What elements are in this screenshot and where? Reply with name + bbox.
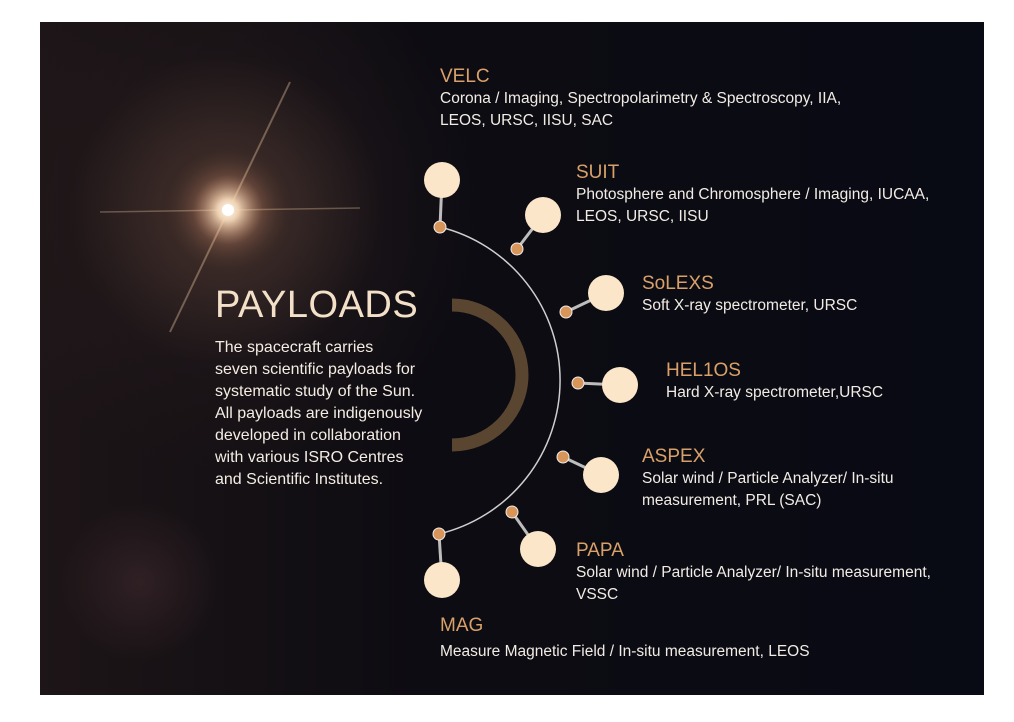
payload-desc: Soft X-ray spectrometer, URSC bbox=[642, 297, 858, 314]
payload-aspex: ASPEX Solar wind / Particle Analyzer/ In… bbox=[642, 446, 894, 512]
node-circle-icon bbox=[583, 457, 619, 493]
payload-desc: Corona / Imaging, Spectropolarimetry & S… bbox=[440, 90, 842, 107]
orbit-arc bbox=[438, 226, 561, 535]
payload-node-solexs bbox=[559, 275, 624, 319]
payload-name: VELC bbox=[440, 66, 490, 87]
node-circle-icon bbox=[602, 367, 638, 403]
intro-line: and Scientific Institutes. bbox=[215, 471, 384, 488]
payload-node-velc bbox=[424, 162, 460, 234]
payload-suit: SUIT Photosphere and Chromosphere / Imag… bbox=[576, 162, 929, 228]
payload-hel1os: HEL1OS Hard X-ray spectrometer,URSC bbox=[666, 360, 883, 404]
payload-node-hel1os bbox=[571, 367, 638, 403]
payload-desc: LEOS, URSC, IISU bbox=[576, 208, 709, 225]
intro-line: All payloads are indigenously bbox=[215, 405, 423, 422]
payload-desc: Photosphere and Chromosphere / Imaging, … bbox=[576, 186, 930, 203]
payload-mag: MAG Measure Magnetic Field / In-situ mea… bbox=[440, 615, 810, 663]
payload-node-mag bbox=[424, 527, 460, 598]
intro-line: with various ISRO Centres bbox=[215, 449, 404, 466]
orbit-dot-icon bbox=[571, 376, 585, 390]
payload-desc: Measure Magnetic Field / In-situ measure… bbox=[440, 643, 810, 660]
orbit-dot-icon bbox=[510, 242, 524, 256]
payload-name: SUIT bbox=[576, 162, 620, 183]
payload-desc: measurement, PRL (SAC) bbox=[642, 492, 822, 509]
orbit-dot-icon bbox=[432, 527, 446, 541]
orbit-dot-icon bbox=[433, 220, 447, 234]
orbit-dot-icon bbox=[559, 305, 573, 319]
payload-diagram bbox=[99, 81, 638, 598]
payload-node-papa bbox=[505, 505, 556, 567]
intro-text: The spacecraft carries seven scientific … bbox=[215, 337, 465, 491]
node-circle-icon bbox=[424, 562, 460, 598]
payload-name: PAPA bbox=[576, 540, 624, 561]
payload-desc: Solar wind / Particle Analyzer/ In-situ bbox=[642, 470, 894, 487]
payload-velc: VELC Corona / Imaging, Spectropolarimetr… bbox=[440, 66, 841, 132]
node-circle-icon bbox=[424, 162, 460, 198]
node-circle-icon bbox=[520, 531, 556, 567]
page-title: PAYLOADS bbox=[215, 284, 419, 326]
payload-solexs: SoLEXS Soft X-ray spectrometer, URSC bbox=[642, 273, 857, 317]
payload-node-aspex bbox=[556, 450, 619, 493]
payload-name: MAG bbox=[440, 615, 484, 636]
payload-name: SoLEXS bbox=[642, 273, 714, 294]
intro-line: developed in collaboration bbox=[215, 427, 401, 444]
node-circle-icon bbox=[525, 197, 561, 233]
payload-desc: VSSC bbox=[576, 586, 619, 603]
payload-desc: LEOS, URSC, IISU, SAC bbox=[440, 112, 614, 129]
sun-flare-icon bbox=[99, 81, 361, 333]
payload-desc: Hard X-ray spectrometer,URSC bbox=[666, 384, 884, 401]
orbit-dot-icon bbox=[556, 450, 570, 464]
payload-name: ASPEX bbox=[642, 446, 706, 467]
orbit-dot-icon bbox=[505, 505, 519, 519]
intro-line: seven scientific payloads for bbox=[215, 361, 416, 378]
intro-line: The spacecraft carries bbox=[215, 339, 374, 356]
half-ring-decoration bbox=[451, 298, 529, 452]
payload-name: HEL1OS bbox=[666, 360, 741, 381]
payload-desc: Solar wind / Particle Analyzer/ In-situ … bbox=[576, 564, 931, 581]
intro-line: systematic study of the Sun. bbox=[215, 383, 416, 400]
payload-node-suit bbox=[510, 197, 561, 256]
payload-papa: PAPA Solar wind / Particle Analyzer/ In-… bbox=[576, 540, 931, 606]
node-circle-icon bbox=[588, 275, 624, 311]
payloads-infographic: PAYLOADS The spacecraft carries seven sc… bbox=[40, 22, 984, 695]
